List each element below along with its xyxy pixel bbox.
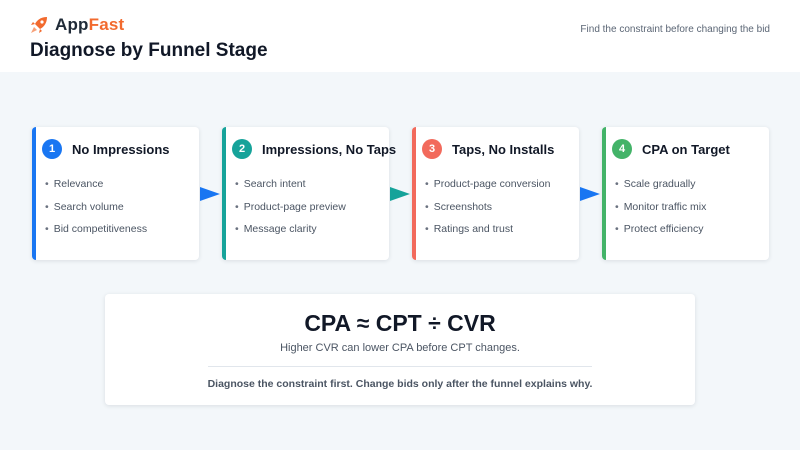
stage-checklist: Search intent Product-page preview Messa… — [235, 178, 346, 246]
stage-card-cpa-on-target: 4 CPA on Target Scale gradually Monitor … — [602, 127, 769, 260]
rocket-icon — [29, 15, 49, 35]
flow-arrow-icon — [390, 187, 410, 201]
brand-logo[interactable]: AppFast — [29, 15, 124, 35]
brand-name-part1: App — [55, 15, 89, 34]
stage-number-badge: 2 — [232, 139, 252, 159]
stage-list-item: Scale gradually — [615, 178, 706, 201]
stage-list-item: Protect efficiency — [615, 223, 706, 246]
stage-title: Taps, No Installs — [452, 141, 555, 157]
stage-list-item: Product-page preview — [235, 201, 346, 224]
formula-divider — [208, 366, 592, 367]
page-header: AppFast Diagnose by Funnel Stage Find th… — [0, 0, 800, 72]
stage-number-badge: 4 — [612, 139, 632, 159]
flow-arrow-icon — [200, 187, 220, 201]
stage-list-item: Search volume — [45, 201, 147, 224]
page-tagline: Find the constraint before changing the … — [580, 24, 770, 35]
stage-number-badge: 1 — [42, 139, 62, 159]
stage-title: No Impressions — [72, 141, 170, 157]
flow-arrow-icon — [580, 187, 600, 201]
formula-subtitle: Higher CVR can lower CPA before CPT chan… — [280, 342, 520, 354]
cpa-formula: CPA ≈ CPT ÷ CVR — [304, 310, 496, 336]
stage-title: CPA on Target — [642, 141, 730, 157]
stage-list-item: Relevance — [45, 178, 147, 201]
stage-checklist: Relevance Search volume Bid competitiven… — [45, 178, 147, 246]
formula-panel: CPA ≈ CPT ÷ CVR Higher CVR can lower CPA… — [105, 294, 695, 405]
stage-header: 2 Impressions, No Taps — [232, 139, 396, 159]
stage-card-taps-no-installs: 3 Taps, No Installs Product-page convers… — [412, 127, 579, 260]
brand-name: AppFast — [55, 15, 124, 35]
stage-header: 1 No Impressions — [42, 139, 170, 159]
stage-header: 3 Taps, No Installs — [422, 139, 554, 159]
formula-note: Diagnose the constraint first. Change bi… — [207, 378, 593, 390]
brand-name-part2: Fast — [88, 15, 125, 34]
stage-checklist: Product-page conversion Screenshots Rati… — [425, 178, 551, 246]
stage-checklist: Scale gradually Monitor traffic mix Prot… — [615, 178, 707, 246]
stage-list-item: Product-page conversion — [425, 178, 551, 201]
stage-list-item: Message clarity — [235, 223, 346, 246]
stage-list-item: Bid competitiveness — [45, 223, 147, 246]
page-title: Diagnose by Funnel Stage — [30, 40, 268, 61]
stage-list-item: Ratings and trust — [425, 223, 550, 246]
stage-header: 4 CPA on Target — [612, 139, 730, 159]
stage-card-no-impressions: 1 No Impressions Relevance Search volume… — [32, 127, 199, 260]
stage-number-badge: 3 — [422, 139, 442, 159]
stage-list-item: Screenshots — [425, 201, 550, 224]
stage-list-item: Monitor traffic mix — [615, 201, 707, 224]
stage-list-item: Search intent — [235, 178, 346, 201]
stage-card-impressions-no-taps: 2 Impressions, No Taps Search intent Pro… — [222, 127, 396, 260]
stage-title: Impressions, No Taps — [262, 141, 397, 157]
